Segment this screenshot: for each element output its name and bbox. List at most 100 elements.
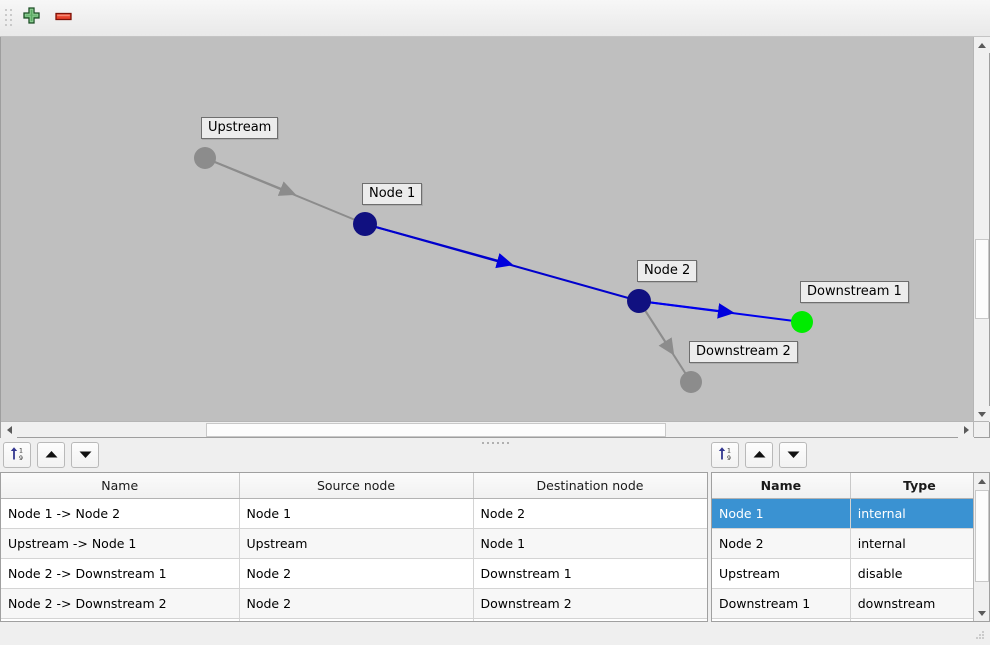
add-node-button[interactable] [16, 3, 46, 33]
graph-node-label-downstream2[interactable]: Downstream 2 [689, 341, 798, 363]
sort-ascending-icon: 1 9 [717, 445, 734, 465]
scroll-down-button[interactable] [974, 406, 990, 422]
nodes-sort-button[interactable]: 1 9 [711, 442, 739, 468]
plus-icon [22, 7, 41, 29]
graph-node-label-downstream1[interactable]: Downstream 1 [800, 281, 909, 303]
table-row[interactable]: Downstream 1 downstream [712, 588, 989, 619]
table-row-empty [1, 618, 707, 621]
nodes-cell-empty [712, 618, 851, 621]
drag-handle[interactable] [3, 7, 14, 29]
nodes-column-header-type[interactable]: Type [850, 473, 989, 499]
triangle-down-icon [78, 448, 93, 463]
nodes-column-header-name[interactable]: Name [712, 473, 851, 499]
vertical-scrollbar-thumb[interactable] [975, 239, 989, 319]
graph-node-downstream1[interactable] [791, 311, 813, 333]
edges-sort-button[interactable]: 1 9 [3, 442, 31, 468]
nodes-cell-type: disable [850, 558, 989, 589]
triangle-left-icon [6, 426, 12, 434]
edges-cell-empty [239, 618, 474, 621]
triangle-down-icon [786, 448, 801, 463]
nodes-cell-name: Node 2 [712, 528, 851, 559]
graph-node-node1[interactable] [353, 212, 377, 236]
edges-table-panel: Name Source node Destination node Node 1… [0, 472, 708, 622]
triangle-right-icon [963, 426, 969, 434]
panel-splitter[interactable] [0, 438, 990, 447]
edges-column-header-name[interactable]: Name [1, 473, 240, 499]
edges-move-down-button[interactable] [71, 442, 99, 468]
edges-cell-source: Node 2 [239, 558, 474, 589]
graph-edge-upstream-node1[interactable] [204, 157, 366, 225]
sort-ascending-icon: 1 9 [9, 445, 26, 465]
graph-node-label-upstream[interactable]: Upstream [201, 117, 279, 139]
svg-text:1: 1 [727, 448, 731, 455]
edges-cell-source: Node 1 [239, 498, 474, 529]
nodes-cell-name: Upstream [712, 558, 851, 589]
edges-column-header-destination[interactable]: Destination node [473, 473, 707, 499]
nodes-cell-type: downstream [850, 588, 989, 619]
graph-node-label-node1[interactable]: Node 1 [362, 183, 423, 205]
edges-cell-destination: Node 2 [473, 498, 707, 529]
edges-cell-source: Node 2 [239, 588, 474, 619]
graph-edge-node2-downstream1[interactable] [638, 300, 803, 323]
edges-table[interactable]: Name Source node Destination node Node 1… [1, 473, 707, 621]
window-resize-grip[interactable] [976, 631, 988, 643]
graph-vertical-scrollbar[interactable] [973, 37, 990, 422]
edges-toolbar: 1 9 [3, 442, 99, 468]
splitter-grip-icon [481, 441, 509, 444]
graph-node-label-node2[interactable]: Node 2 [637, 260, 698, 282]
scroll-right-button[interactable] [958, 422, 974, 438]
table-row[interactable]: Node 1 internal [712, 498, 989, 529]
nodes-cell-name: Node 1 [712, 498, 851, 529]
table-row[interactable]: Node 2 -> Downstream 2 Node 2 Downstream… [1, 588, 707, 619]
graph-canvas[interactable]: Upstream Node 1 Node 2 Downstream 1 Down… [1, 37, 974, 422]
scroll-up-button[interactable] [974, 473, 989, 489]
nodes-scrollbar-thumb[interactable] [975, 490, 989, 582]
scroll-down-button[interactable] [974, 605, 989, 621]
svg-text:9: 9 [19, 455, 23, 462]
edges-table-header-row: Name Source node Destination node [1, 473, 707, 499]
nodes-move-down-button[interactable] [779, 442, 807, 468]
scroll-left-button[interactable] [1, 422, 17, 438]
table-row[interactable]: Upstream -> Node 1 Upstream Node 1 [1, 528, 707, 559]
nodes-table-vertical-scrollbar[interactable] [973, 473, 989, 621]
graph-edge-node2-downstream2[interactable] [638, 300, 692, 383]
nodes-cell-type: internal [850, 528, 989, 559]
edges-cell-destination: Node 1 [473, 528, 707, 559]
table-row[interactable]: Node 2 -> Downstream 1 Node 2 Downstream… [1, 558, 707, 589]
table-row[interactable]: Upstream disable [712, 558, 989, 589]
triangle-up-icon [978, 42, 986, 48]
graph-node-downstream2[interactable] [680, 371, 702, 393]
main-toolbar [0, 0, 990, 37]
nodes-table[interactable]: Name Type Node 1 internal Node 2 interna… [712, 473, 989, 621]
remove-node-button[interactable] [48, 3, 78, 33]
nodes-move-up-button[interactable] [745, 442, 773, 468]
edges-cell-empty [473, 618, 707, 621]
graph-node-node2[interactable] [627, 289, 651, 313]
edges-move-up-button[interactable] [37, 442, 65, 468]
nodes-toolbar: 1 9 [711, 442, 807, 468]
minus-icon [54, 7, 73, 29]
edges-cell-name: Node 2 -> Downstream 2 [1, 588, 240, 619]
edges-cell-name: Node 1 -> Node 2 [1, 498, 240, 529]
triangle-up-icon [978, 478, 986, 484]
graph-node-upstream[interactable] [194, 147, 216, 169]
scroll-up-button[interactable] [974, 37, 990, 53]
svg-text:9: 9 [727, 455, 731, 462]
edges-cell-name: Upstream -> Node 1 [1, 528, 240, 559]
table-row[interactable]: Node 2 internal [712, 528, 989, 559]
graph-horizontal-scrollbar[interactable] [1, 421, 974, 438]
graph-svg [194, 147, 813, 393]
triangle-down-icon [978, 411, 986, 417]
edges-cell-name: Node 2 -> Downstream 1 [1, 558, 240, 589]
edges-cell-destination: Downstream 1 [473, 558, 707, 589]
graph-edge-node1-node2[interactable] [364, 223, 640, 302]
horizontal-scrollbar-thumb[interactable] [206, 423, 666, 437]
graph-panel: Upstream Node 1 Node 2 Downstream 1 Down… [0, 37, 990, 438]
nodes-cell-empty [850, 618, 989, 621]
edges-column-header-source[interactable]: Source node [239, 473, 474, 499]
nodes-cell-type: internal [850, 498, 989, 529]
edges-cell-source: Upstream [239, 528, 474, 559]
table-row[interactable]: Node 1 -> Node 2 Node 1 Node 2 [1, 498, 707, 529]
nodes-table-panel: Name Type Node 1 internal Node 2 interna… [711, 472, 990, 622]
